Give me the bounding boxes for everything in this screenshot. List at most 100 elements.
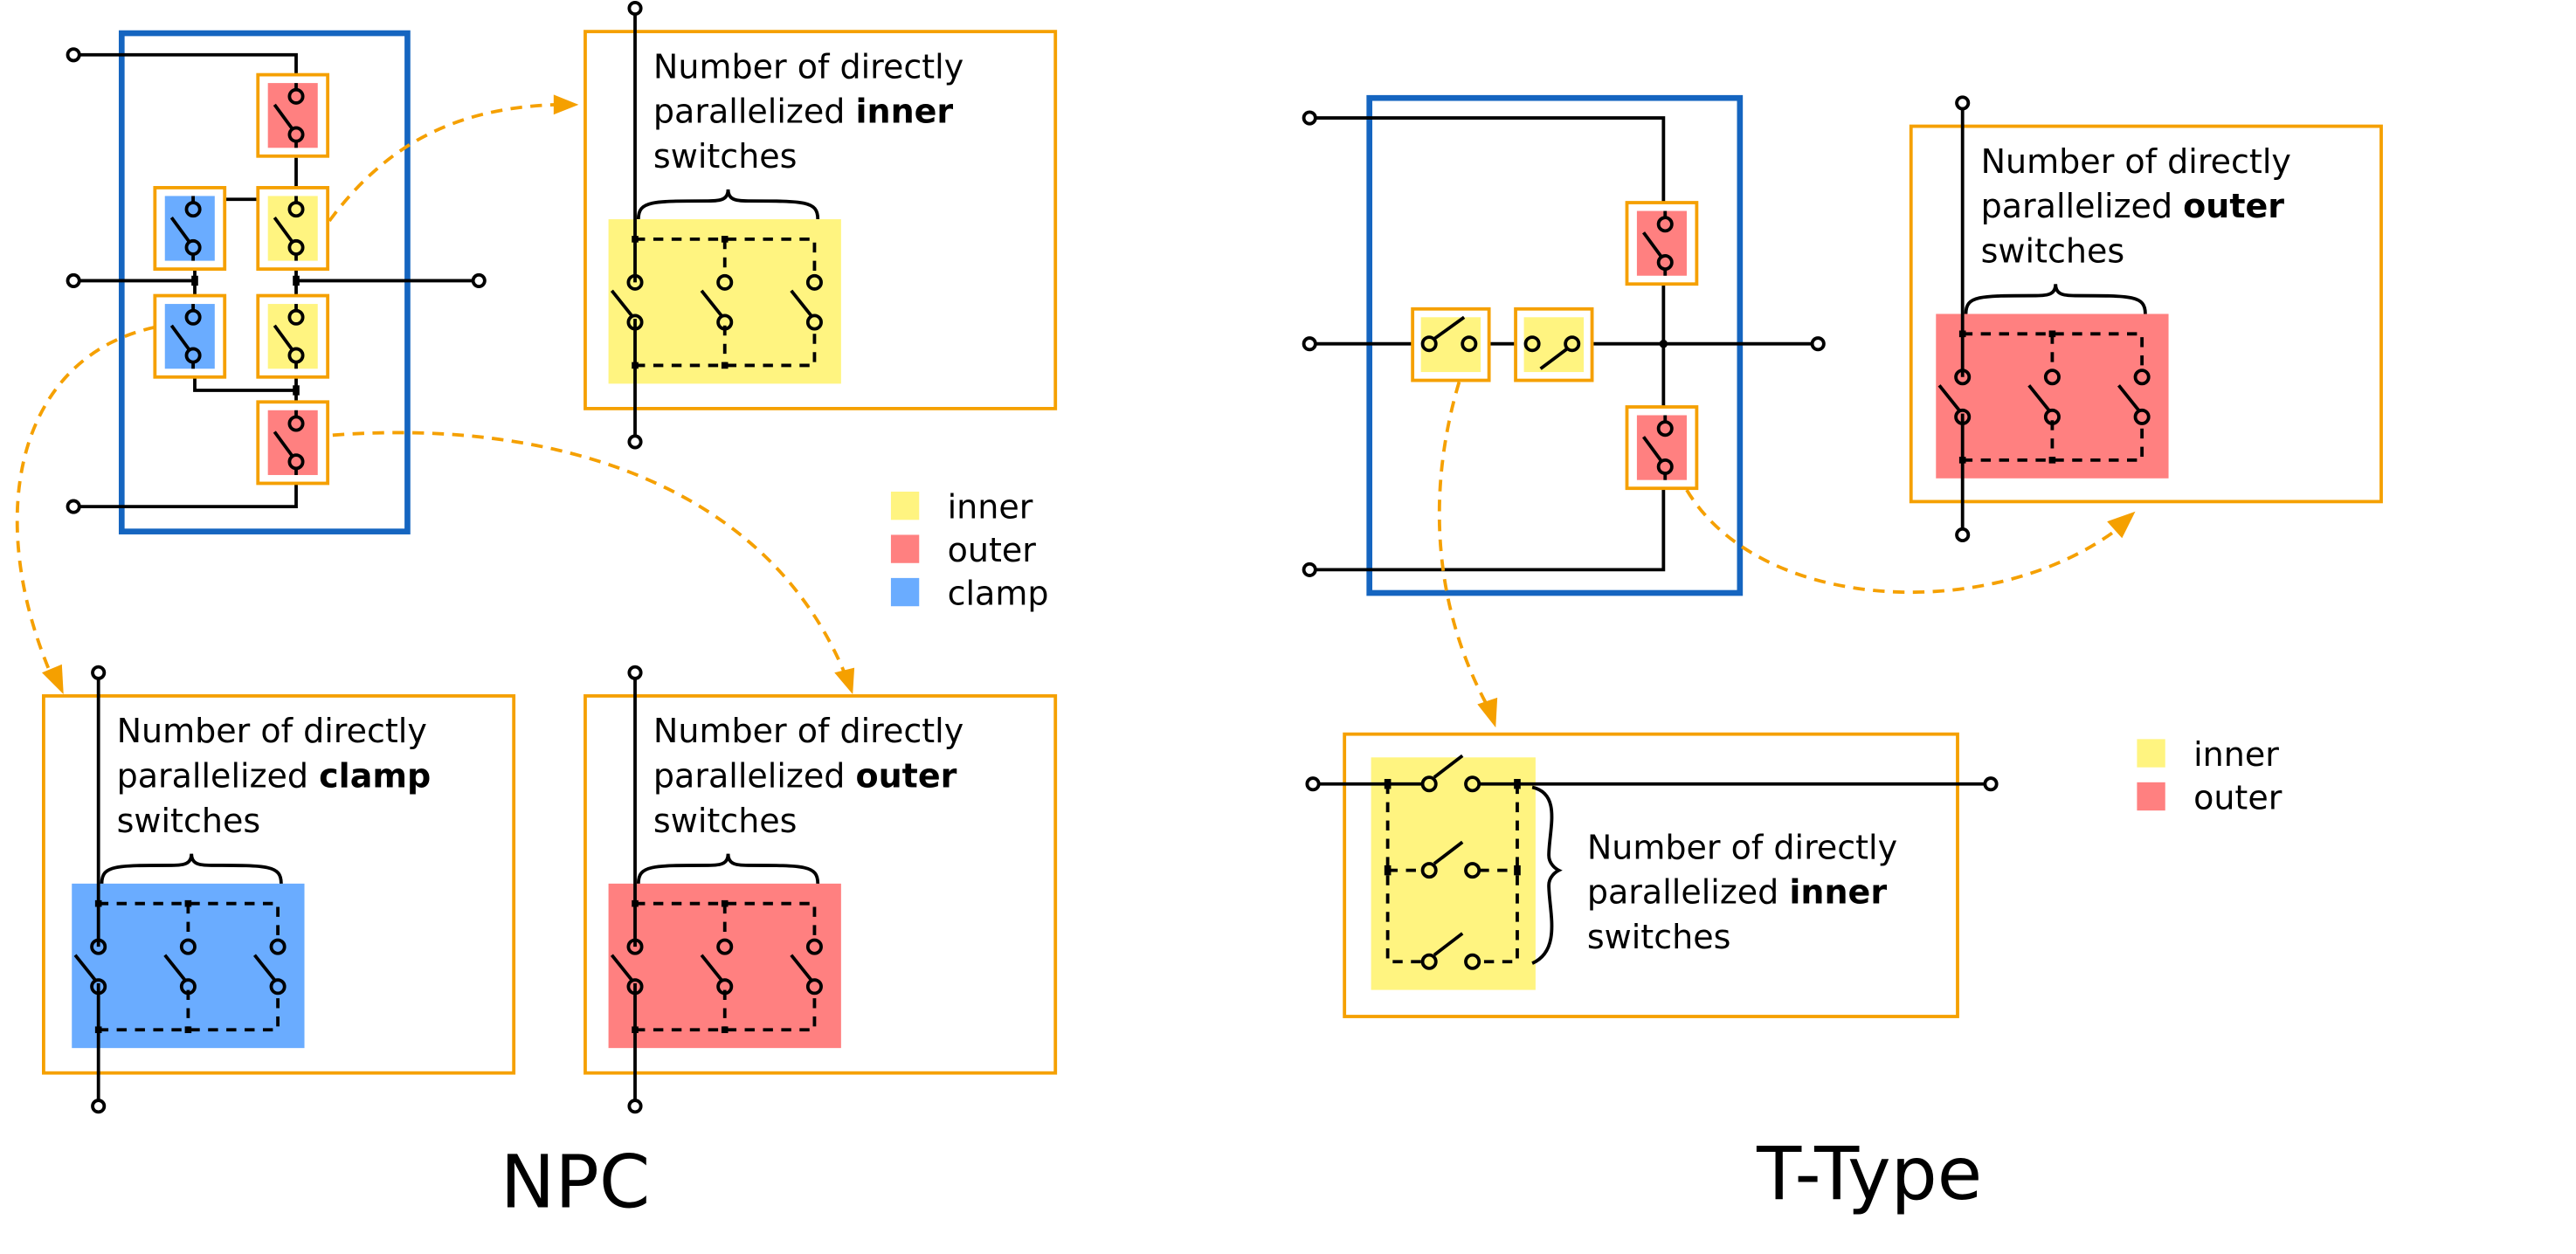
junction [2048, 457, 2056, 464]
junction [1958, 457, 1966, 464]
callout-line2-emphasis: outer [855, 757, 957, 796]
switch-contact [716, 314, 734, 331]
npc-title: NPC [501, 1140, 650, 1225]
junction [191, 275, 198, 286]
dashed-bus [1962, 420, 2144, 462]
switch-fill [267, 196, 318, 261]
ttype-switch-outer-bottom[interactable] [1625, 405, 1699, 491]
npc-switch-inner-upper[interactable] [256, 186, 330, 272]
callout-line3: switches [653, 137, 798, 176]
switch-blade-icon [2027, 384, 2051, 411]
dashed-bus [635, 325, 817, 368]
junction [184, 1026, 192, 1034]
junction [632, 1026, 639, 1034]
switch-blade-icon [169, 324, 191, 352]
junction [1514, 865, 1521, 876]
ttype-inner-callout: Number of directly parallelized inner sw… [1305, 732, 1999, 1018]
switch-fill [1636, 415, 1687, 480]
callout-border [1909, 124, 2383, 504]
callout-line1: Number of directly [653, 47, 963, 86]
junction [1958, 330, 1966, 338]
switch-blade-icon [610, 954, 633, 982]
npc-bottom-wire [73, 476, 298, 509]
switch-contact [179, 938, 197, 955]
junction [632, 362, 639, 369]
arrow-to-ttype-outer [1685, 489, 2120, 595]
brace [1531, 785, 1563, 965]
callout-line3: switches [1981, 232, 2125, 271]
npc-switch-clamp-lower[interactable] [153, 293, 227, 379]
ttype-top-wire [1309, 116, 1666, 211]
switch-blade-icon [252, 954, 276, 982]
legend-swatch-inner [890, 491, 920, 520]
dashed-bus [635, 901, 817, 940]
switch-contact [1564, 335, 1581, 353]
switch-contact [269, 978, 287, 996]
terminal-ac-output [1810, 336, 1826, 352]
switch-blade-icon [610, 289, 633, 317]
terminal [627, 0, 643, 17]
brace [100, 853, 283, 884]
switch-blade-icon [790, 289, 813, 317]
arrowhead [1477, 697, 1498, 728]
dashed-bus [98, 901, 280, 940]
switch-contact [1420, 953, 1438, 970]
npc-module [66, 30, 487, 534]
switch-blade-icon [1937, 384, 1961, 411]
npc-switch-outer-top[interactable] [256, 72, 330, 158]
callout-line3: switches [117, 802, 261, 840]
callout-line2: parallelized inner [653, 93, 953, 131]
ttype-bottom-wire [1309, 476, 1666, 572]
callout-line1: Number of directly [653, 712, 963, 750]
dashed-bus [635, 989, 817, 1032]
callout-line2: parallelized clamp [117, 757, 432, 796]
switch-blade-icon [1433, 315, 1466, 341]
junction [184, 899, 192, 907]
callout-line1: Number of directly [1587, 828, 1897, 866]
arrow-to-ttype-inner [1437, 381, 1489, 707]
switch-contact [1420, 775, 1438, 793]
switch-blade-icon [1433, 840, 1464, 865]
callout-line1: Number of directly [1981, 142, 2291, 181]
ttype-switch-inner-right[interactable] [1514, 307, 1594, 382]
switch-blade-icon [163, 954, 187, 982]
ttype-switch-inner-left[interactable] [1411, 307, 1491, 382]
terminal [91, 1099, 107, 1114]
callout-border [1343, 732, 1959, 1018]
switch-blade-icon [169, 217, 191, 244]
switch-contact [716, 978, 734, 996]
npc-switch-clamp-upper[interactable] [153, 186, 227, 272]
switch-contact [1461, 335, 1478, 353]
switch-blade-icon [1433, 754, 1464, 779]
arrow-to-npc-outer [332, 431, 846, 674]
terminal [627, 434, 643, 450]
switch-contact [626, 273, 644, 291]
junction [1514, 779, 1521, 789]
dashed-bus [1962, 332, 2144, 371]
ttype-legend: inner outer [2137, 735, 2282, 816]
junction [721, 236, 729, 243]
switch-contact [805, 273, 823, 291]
callout-line2-emphasis: inner [1789, 873, 1887, 912]
callout-line3: switches [653, 802, 798, 840]
junction [293, 385, 300, 396]
switch-fill [164, 304, 215, 369]
ttype-switch-outer-top[interactable] [1625, 201, 1699, 286]
legend-label-inner: inner [948, 487, 1033, 526]
switch-blade-icon [2117, 384, 2140, 411]
switch-contact [716, 273, 734, 291]
callout-line2: parallelized outer [653, 757, 957, 796]
junction [293, 275, 300, 286]
arrowhead [834, 667, 855, 695]
npc-switch-inner-lower[interactable] [256, 293, 330, 379]
callout-line3: switches [1587, 918, 1731, 956]
switch-contact [1464, 775, 1481, 793]
npc-inner-callout: Number of directly parallelized inner swit… [584, 0, 1058, 450]
switch-contact [1420, 862, 1438, 879]
terminal [1983, 776, 1999, 792]
callout-line2-prefix: parallelized [1587, 873, 1790, 912]
callout-line2-emphasis: outer [2183, 187, 2284, 225]
npc-switch-outer-bottom[interactable] [256, 400, 330, 486]
npc-legend: inner outer clamp [890, 487, 1049, 612]
